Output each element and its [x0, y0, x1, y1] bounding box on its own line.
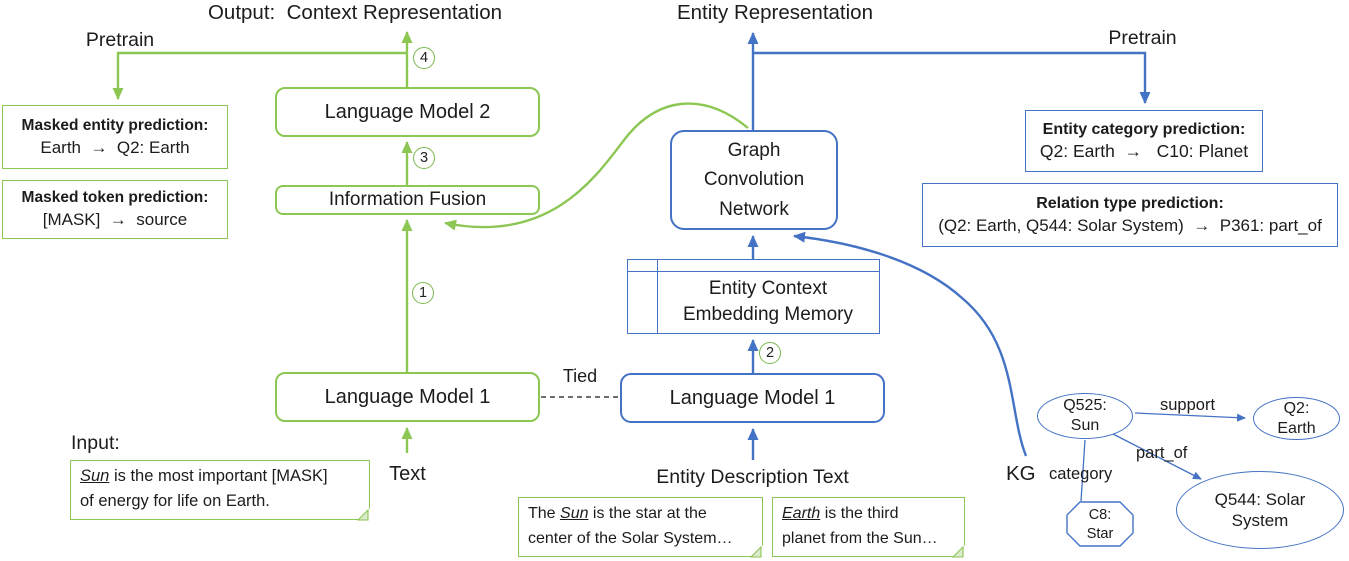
step-1-number: 1 — [418, 285, 428, 301]
step-2-number: 2 — [765, 345, 775, 361]
masked-token-prediction-title: Masked token prediction: — [21, 189, 209, 206]
kg-node-star-line2: Star — [1086, 525, 1114, 542]
memory-label-line-2: Embedding Memory — [682, 304, 854, 325]
input-note-line2: of energy for life on Earth. — [80, 492, 270, 510]
kg-edge-part-of-label: part_of — [1136, 444, 1188, 462]
note-fold-icon — [357, 507, 371, 521]
pretrain-left-label: Pretrain — [85, 29, 155, 51]
output-title: Output: Context Representation — [207, 1, 502, 24]
kg-node-earth: Q2: Earth — [1253, 397, 1340, 440]
language-model-2-label: Language Model 2 — [324, 100, 491, 123]
kg-node-solar-line2: System — [1231, 511, 1289, 530]
entity-category-prediction-example: Q2: Earth → C10: Planet — [1039, 140, 1249, 161]
input-note-entity: Sun — [80, 467, 110, 485]
relation-type-prediction-example: (Q2: Earth, Q544: Solar System) → P361: … — [938, 215, 1322, 235]
note-fold-icon — [750, 544, 764, 558]
memory-label-line-1: Entity Context — [708, 278, 828, 300]
desc-earth-line1-rest: is the third — [820, 505, 899, 522]
entity-description-label: Entity Description Text — [656, 466, 849, 488]
step-2-badge: 2 — [759, 342, 781, 364]
entity-representation-title: Entity Representation — [676, 1, 873, 24]
arrow-pretrain-right — [753, 51, 1151, 104]
step-1-badge: 1 — [412, 282, 434, 304]
memory-left-column-divider — [657, 260, 658, 333]
note-fold-icon — [952, 544, 966, 558]
desc-sun-line1-pre: The — [528, 505, 561, 522]
language-model-2-box: Language Model 2 — [275, 87, 540, 137]
step-4-number: 4 — [419, 50, 429, 66]
entity-category-prediction-box: Entity category prediction: Q2: Earth → … — [1025, 110, 1263, 172]
memory-header-row-divider — [628, 271, 879, 272]
kg-edge-support-label: support — [1160, 396, 1216, 414]
text-label: Text — [389, 463, 426, 485]
kg-node-star-line1: C8: — [1088, 506, 1112, 523]
pretrain-right-label: Pretrain — [1108, 27, 1177, 49]
memory-label: Entity Context Embedding Memory — [657, 271, 879, 333]
graph-convolution-network-box: Graph Convolution Network — [670, 130, 838, 230]
language-model-1-blue-label: Language Model 1 — [669, 386, 836, 409]
masked-entity-prediction-title: Masked entity prediction: — [21, 116, 209, 134]
kg-node-star-label: C8: Star — [1067, 503, 1133, 546]
desc-sun-line2: center of the Solar System… — [528, 530, 733, 547]
description-note-sun: The Sun is the star at the center of the… — [518, 497, 764, 558]
kg-node-earth-line1: Q2: — [1283, 399, 1310, 417]
kg-node-sun-line2: Sun — [1070, 417, 1100, 434]
language-model-1-green-label: Language Model 1 — [324, 385, 491, 408]
relation-type-prediction-title: Relation type prediction: — [1036, 194, 1224, 212]
step-3-number: 3 — [419, 150, 429, 166]
information-fusion-label: Information Fusion — [328, 189, 487, 210]
entity-context-memory-box: Entity Context Embedding Memory — [627, 259, 880, 334]
masked-entity-prediction-box: Masked entity prediction: Earth → Q2: Ea… — [2, 105, 228, 169]
kg-label: KG — [1006, 462, 1036, 485]
input-label: Input: — [71, 432, 120, 454]
tied-label: Tied — [562, 366, 598, 386]
step-4-badge: 4 — [413, 47, 435, 69]
input-note-line1-rest: is the most important [MASK] — [109, 467, 328, 485]
desc-earth-entity: Earth — [782, 505, 821, 522]
masked-entity-prediction-example: Earth → Q2: Earth — [40, 137, 190, 157]
gcn-line-1: Graph — [727, 139, 781, 161]
language-model-1-green-box: Language Model 1 — [275, 372, 540, 422]
masked-token-prediction-example: [MASK] → source — [42, 210, 188, 229]
kg-node-solar-line1: Q544: Solar — [1214, 489, 1306, 509]
information-fusion-box: Information Fusion — [275, 185, 540, 215]
kg-edge-category-label: category — [1049, 465, 1113, 483]
kg-node-earth-line2: Earth — [1277, 419, 1316, 437]
entity-category-prediction-title: Entity category prediction: — [1042, 120, 1246, 138]
description-note-earth: Earth is the third planet from the Sun… — [772, 497, 966, 558]
masked-token-prediction-box: Masked token prediction: [MASK] → source — [2, 180, 228, 239]
kg-node-sun: Q525: Sun — [1037, 393, 1133, 439]
desc-earth-line2: planet from the Sun… — [782, 530, 938, 547]
gcn-line-3: Network — [719, 198, 789, 220]
gcn-line-2: Convolution — [703, 169, 805, 191]
relation-type-prediction-box: Relation type prediction: (Q2: Earth, Q5… — [922, 183, 1338, 247]
input-note: Sun is the most important [MASK] of ener… — [70, 460, 371, 521]
step-3-badge: 3 — [413, 147, 435, 169]
kg-node-sun-line1: Q525: — [1063, 397, 1107, 414]
kg-node-solar-system: Q544: Solar System — [1176, 471, 1344, 549]
desc-sun-entity: Sun — [560, 505, 589, 522]
language-model-1-blue-box: Language Model 1 — [620, 373, 885, 423]
desc-sun-line1-rest: is the star at the — [588, 505, 707, 522]
